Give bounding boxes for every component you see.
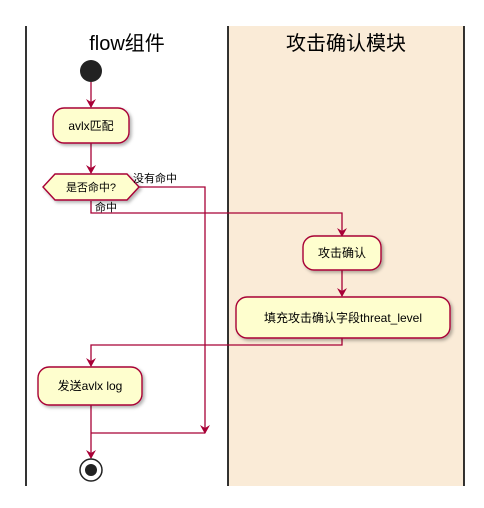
activity-fill-threat-level — [235, 296, 451, 339]
edge-no-hit — [128, 186, 210, 434]
edge-hit — [90, 201, 347, 237]
start-node — [80, 60, 102, 82]
edge-fill-to-send — [86, 338, 343, 367]
edge-label-no-hit: 没有命中 — [133, 171, 177, 185]
activity-attack-confirm-label: 攻击确认 — [318, 246, 366, 260]
activity-avlx-match-label: avlx匹配 — [68, 119, 113, 133]
lane-title-attack: 攻击确认模块 — [286, 32, 406, 55]
activity-send-avlx-log-label: 发送avlx log — [58, 378, 123, 393]
activity-avlx-match — [52, 107, 130, 144]
lane-title-flow: flow组件 — [89, 32, 165, 55]
edge-label-hit: 命中 — [95, 200, 117, 214]
decision-hit-label: 是否命中? — [66, 180, 116, 194]
end-node — [79, 458, 103, 482]
activity-send-avlx-log — [37, 366, 143, 406]
activity-fill-threat-level-label: 填充攻击确认字段threat_level — [264, 310, 422, 325]
activity-attack-confirm — [302, 235, 382, 271]
decision-hit — [42, 173, 140, 201]
